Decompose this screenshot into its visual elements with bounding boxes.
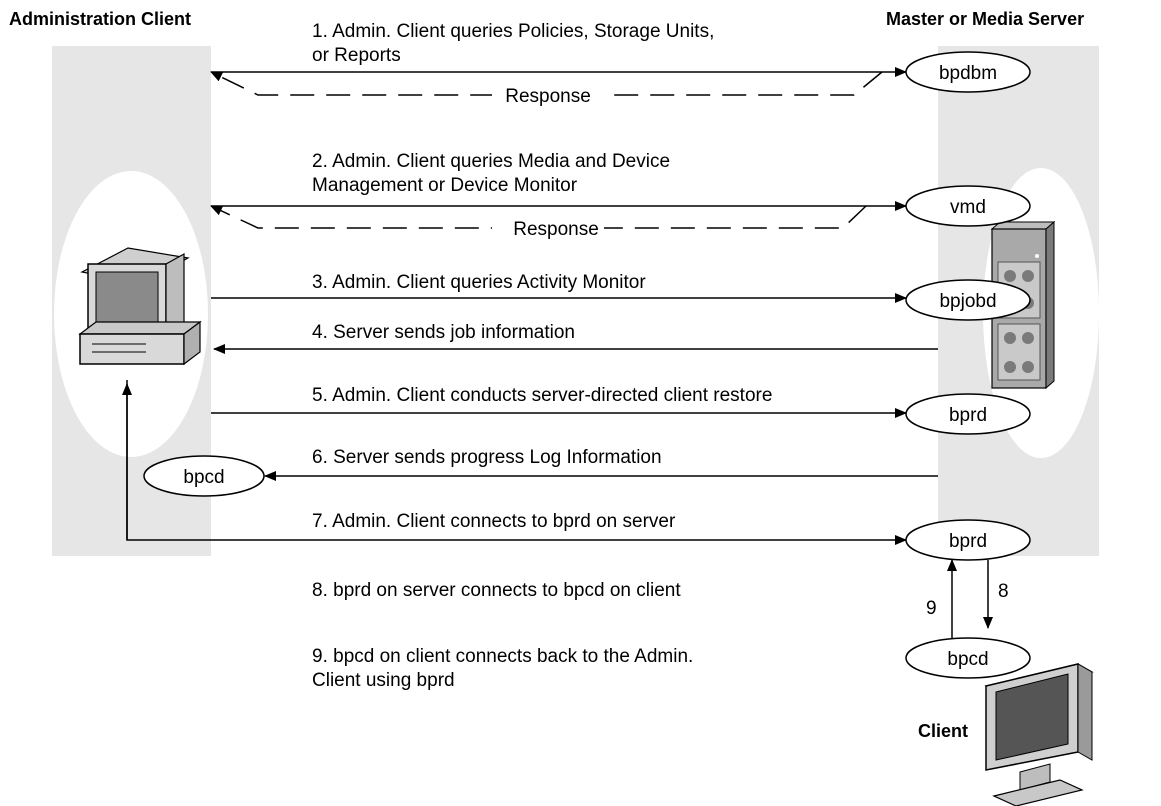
client-header: Client	[918, 721, 969, 741]
node-bprd-restore-label: bprd	[949, 405, 987, 426]
node-bpcd-admin	[143, 455, 265, 497]
monitor-icon	[984, 663, 1094, 806]
step-6: 6. Server sends progress Log Information	[312, 447, 662, 468]
arrow-8-number: 8	[998, 581, 1009, 602]
response-label-1: Response	[505, 86, 591, 107]
step-4: 4. Server sends job information	[312, 322, 575, 343]
node-bpcd-admin-label: bpcd	[183, 467, 224, 488]
node-bpcd-client-label: bpcd	[947, 649, 988, 670]
step-3: 3. Admin. Client queries Activity Monito…	[312, 272, 646, 293]
step-9-line-1: 9. bpcd on client connects back to the A…	[312, 646, 694, 667]
response-label-bg-2	[492, 216, 604, 240]
admin-client-header: Administration Client	[9, 9, 192, 29]
response-label-bg-1	[492, 83, 604, 107]
desktop-computer-icon	[78, 247, 202, 366]
node-bpjobd	[905, 279, 1031, 321]
node-bprd-server-label: bprd	[949, 531, 987, 552]
server-header: Master or Media Server	[886, 9, 1085, 29]
node-bprd-server	[905, 519, 1031, 561]
node-bpdbm	[905, 51, 1031, 93]
node-bpdbm-label: bpdbm	[939, 63, 997, 84]
arrow-9-number: 9	[926, 598, 937, 619]
step-8: 8. bprd on server connects to bpcd on cl…	[312, 580, 681, 601]
step-1-line-2: or Reports	[312, 45, 401, 66]
node-bprd-restore	[905, 393, 1031, 435]
response-label-2: Response	[513, 219, 599, 240]
step-5: 5. Admin. Client conducts server-directe…	[312, 385, 773, 406]
node-bpjobd-label: bpjobd	[939, 291, 996, 312]
process-nodes	[143, 51, 1031, 679]
step-2-line-2: Management or Device Monitor	[312, 175, 578, 196]
step-1-line-1: 1. Admin. Client queries Policies, Stora…	[312, 21, 715, 42]
node-vmd	[905, 185, 1031, 227]
node-vmd-label: vmd	[950, 197, 986, 218]
step-7: 7. Admin. Client connects to bprd on ser…	[312, 511, 676, 532]
step-2-line-1: 2. Admin. Client queries Media and Devic…	[312, 151, 671, 172]
node-bpcd-client	[905, 637, 1031, 679]
step-9-line-2: Client using bprd	[312, 670, 455, 691]
